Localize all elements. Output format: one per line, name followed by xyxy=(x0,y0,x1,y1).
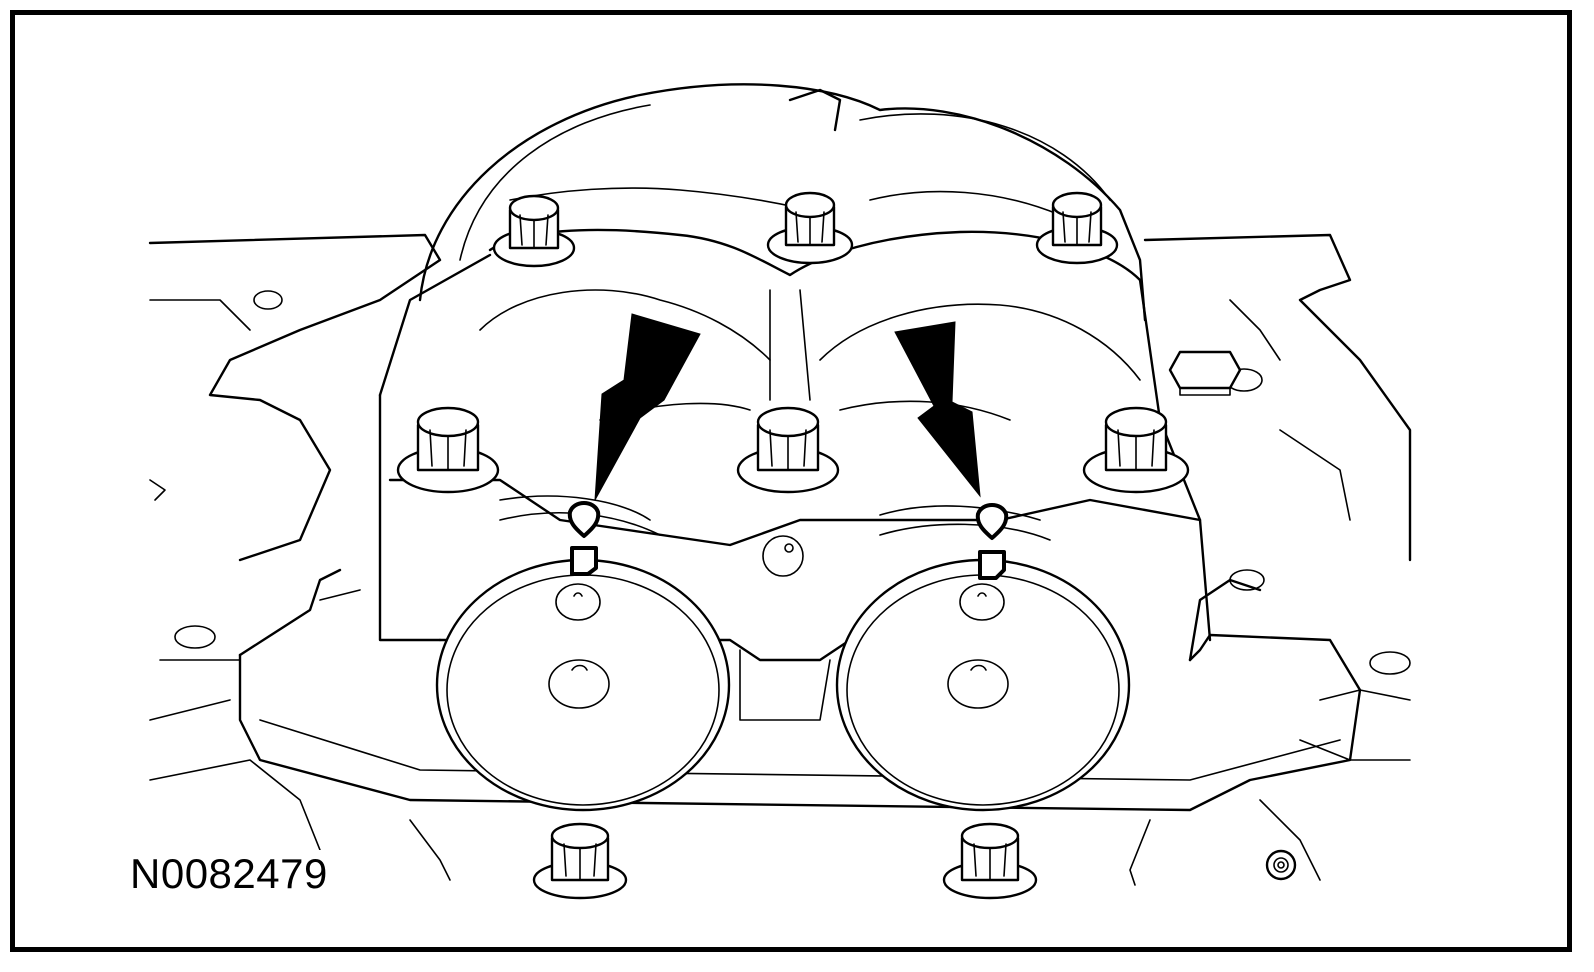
timing-arrow-left xyxy=(594,313,701,501)
bolt-lower-right xyxy=(942,822,1038,900)
bolt-rear-right xyxy=(1035,191,1119,265)
timing-arrow-right xyxy=(894,321,981,498)
hex-bolt-right xyxy=(1168,350,1242,396)
bolt-lower-left xyxy=(532,822,628,900)
bolt-rear-left xyxy=(492,194,576,268)
bolt-front-center xyxy=(736,406,840,494)
bolt-rear-center xyxy=(766,191,854,265)
camshaft-bearing-cap xyxy=(378,83,1212,721)
camshaft-right xyxy=(835,558,1131,812)
bolt-front-left xyxy=(396,406,500,494)
timing-mark-left xyxy=(567,501,601,576)
cylinder-head-deck xyxy=(148,233,1412,886)
bolt-front-right xyxy=(1082,406,1190,494)
camshaft-left xyxy=(435,558,731,812)
timing-mark-right xyxy=(975,503,1009,580)
front-cover xyxy=(238,568,1362,812)
figure-code: N0082479 xyxy=(126,850,332,898)
